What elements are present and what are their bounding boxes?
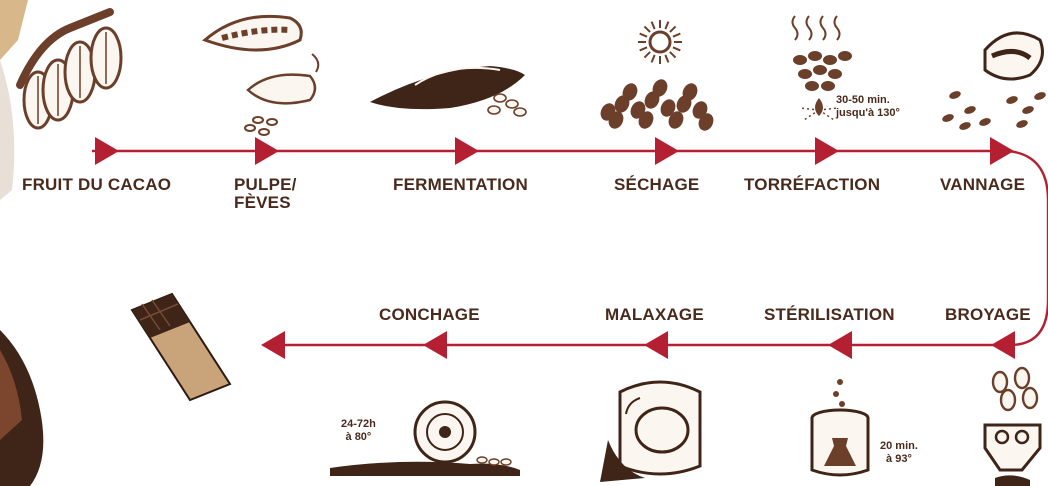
sterilization-pot-icon — [812, 379, 868, 475]
arrow-right-1 — [95, 137, 119, 165]
winnowing-hand-icon — [941, 33, 1047, 131]
step-label-vannage: VANNAGE — [940, 176, 1025, 194]
step-label-torrefaction: TORRÉFACTION — [744, 176, 880, 194]
chocolate-bar-icon — [132, 294, 230, 400]
background-fabric-shape — [0, 60, 14, 200]
step-label-fermentation: FERMENTATION — [393, 176, 528, 194]
sun-drying-beans-icon — [598, 20, 716, 133]
cocoa-pod-icon — [20, 12, 121, 128]
step-label-fruit-du-cacao: FRUIT DU CACAO — [22, 176, 171, 194]
grinder-icon — [985, 368, 1040, 486]
arrow-left-3 — [644, 331, 668, 359]
arrow-right-6 — [990, 137, 1014, 165]
arrow-right-2 — [255, 137, 279, 165]
arrow-right-5 — [815, 137, 839, 165]
note-torrefaction: 30-50 min. jusqu'à 130° — [836, 94, 900, 120]
note-conchage: 24-72h à 80° — [341, 418, 376, 444]
arrow-right-4 — [655, 137, 679, 165]
step-label-broyage: BROYAGE — [945, 306, 1031, 324]
fermentation-leaf-icon — [370, 66, 526, 116]
step-label-conchage: CONCHAGE — [379, 306, 480, 324]
arrow-left-4 — [423, 331, 447, 359]
mixer-icon — [600, 382, 700, 482]
arrow-left-5 — [261, 331, 285, 359]
arrow-left-2 — [828, 331, 852, 359]
background-texture-shape — [0, 0, 28, 60]
note-sterilisation: 20 min. à 93° — [880, 440, 918, 466]
arrow-left-1 — [991, 331, 1015, 359]
step-label-sterilisation: STÉRILISATION — [764, 306, 895, 324]
arrow-right-3 — [455, 137, 479, 165]
step-label-malaxage: MALAXAGE — [605, 306, 704, 324]
step-label-sechage: SÉCHAGE — [614, 176, 699, 194]
step-label-pulpe-feves: PULPE/ FÈVES — [234, 176, 297, 212]
open-pod-beans-icon — [205, 16, 318, 135]
